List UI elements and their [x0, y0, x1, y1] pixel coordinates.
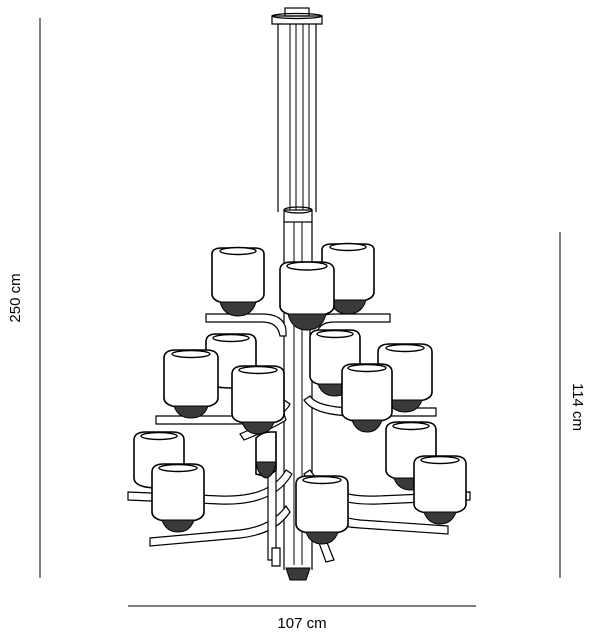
suspension-tube — [277, 24, 317, 212]
glass-shade — [151, 463, 205, 533]
total-height-label: 250 cm — [7, 273, 24, 322]
glass-shade — [321, 242, 375, 315]
glass-shade — [231, 365, 285, 435]
glass-shade — [295, 475, 349, 545]
glass-shade — [413, 455, 467, 525]
ceiling-canopy — [271, 7, 323, 25]
glass-shade — [279, 261, 335, 331]
body-height-label: 114 cm — [569, 383, 586, 431]
glass-shade — [341, 363, 393, 433]
glass-shade — [163, 349, 219, 419]
width-label: 107 cm — [277, 615, 326, 632]
glass-shade — [211, 246, 265, 317]
shades — [133, 242, 467, 545]
glass-shade — [255, 431, 277, 479]
